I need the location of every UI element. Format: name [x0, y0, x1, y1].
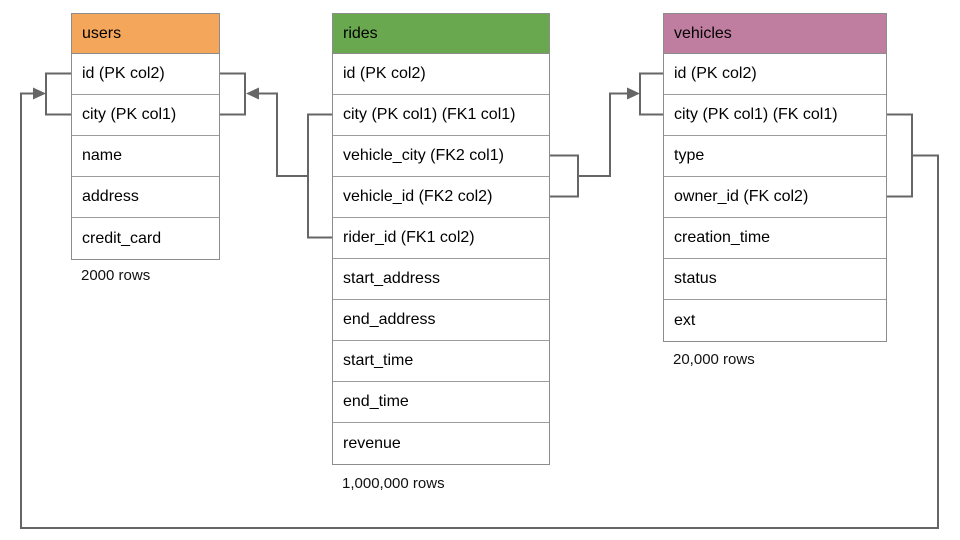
connector-vehicles-to-users — [20, 72, 939, 529]
column-label: end_address — [343, 311, 436, 328]
table-row: start_address — [333, 259, 549, 300]
arrowhead-right-icon — [627, 87, 640, 100]
row-count-label: 1,000,000 rows — [342, 475, 445, 492]
column-label: end_time — [343, 393, 409, 410]
table-row: end_address — [333, 300, 549, 341]
column-label: city (PK col1) (FK1 col1) — [343, 106, 516, 123]
column-label: city (PK col1) (FK col1) — [674, 106, 838, 123]
column-label: rider_id (FK1 col2) — [343, 229, 475, 246]
table-vehicles: vehicles id (PK col2) city (PK col1) (FK… — [663, 13, 887, 342]
table-row: ext — [664, 300, 886, 341]
column-label: owner_id (FK col2) — [674, 188, 809, 205]
table-users: users id (PK col2) city (PK col1) name a… — [71, 13, 220, 260]
table-row: start_time — [333, 341, 549, 382]
column-label: vehicle_city (FK2 col1) — [343, 147, 504, 164]
table-users-header: users — [72, 14, 219, 54]
table-row: vehicle_id (FK2 col2) — [333, 177, 549, 218]
bracket-rides-right — [550, 154, 579, 198]
table-row: status — [664, 259, 886, 300]
connector-rides-to-vehicles — [550, 72, 663, 198]
arrowhead-left-icon — [246, 87, 259, 100]
table-title: vehicles — [674, 24, 732, 42]
bracket-users-right — [220, 72, 246, 116]
table-row: revenue — [333, 423, 549, 464]
connector-rides-to-users — [220, 72, 332, 239]
column-label: start_time — [343, 352, 414, 369]
row-count-label: 20,000 rows — [673, 351, 755, 368]
bracket-rides-left — [307, 113, 332, 239]
column-label: id (PK col2) — [82, 65, 165, 82]
table-row: creation_time — [664, 218, 886, 259]
column-label: credit_card — [82, 229, 162, 247]
table-row: end_time — [333, 382, 549, 423]
column-label: start_address — [343, 270, 440, 287]
table-row: owner_id (FK col2) — [664, 177, 886, 218]
bracket-users-left — [45, 72, 71, 116]
column-label: id (PK col2) — [343, 65, 426, 82]
table-row: id (PK col2) — [72, 54, 219, 95]
column-label: address — [82, 188, 139, 205]
table-row: type — [664, 136, 886, 177]
connector-link — [20, 92, 939, 529]
column-label: creation_time — [674, 229, 771, 246]
connector-link — [578, 92, 628, 177]
bracket-vehicles-left — [639, 72, 663, 116]
column-label: type — [674, 147, 705, 164]
table-row: vehicle_city (FK2 col1) — [333, 136, 549, 177]
table-vehicles-header: vehicles — [664, 14, 886, 54]
column-label: id (PK col2) — [674, 65, 757, 82]
table-row: credit_card — [72, 218, 219, 259]
table-row: id (PK col2) — [333, 54, 549, 95]
table-row: city (PK col1) (FK1 col1) — [333, 95, 549, 136]
table-row: city (PK col1) — [72, 95, 219, 136]
column-label: name — [82, 147, 123, 164]
table-row: rider_id (FK1 col2) — [333, 218, 549, 259]
column-label: city (PK col1) — [82, 106, 177, 123]
connector-link — [252, 92, 308, 177]
table-row: id (PK col2) — [664, 54, 886, 95]
column-label: vehicle_id (FK2 col2) — [343, 188, 493, 205]
table-title: rides — [343, 24, 378, 42]
column-label: ext — [674, 311, 696, 329]
table-row: city (PK col1) (FK col1) — [664, 95, 886, 136]
column-label: status — [674, 270, 717, 287]
table-row: address — [72, 177, 219, 218]
row-count-label: 2000 rows — [81, 267, 151, 284]
arrowhead-right-icon — [33, 87, 46, 100]
table-rides: rides id (PK col2) city (PK col1) (FK1 c… — [332, 13, 550, 465]
column-label: revenue — [343, 434, 401, 452]
bracket-vehicles-right — [887, 113, 913, 198]
table-title: users — [82, 24, 122, 42]
table-rides-header: rides — [333, 14, 549, 54]
table-row: name — [72, 136, 219, 177]
